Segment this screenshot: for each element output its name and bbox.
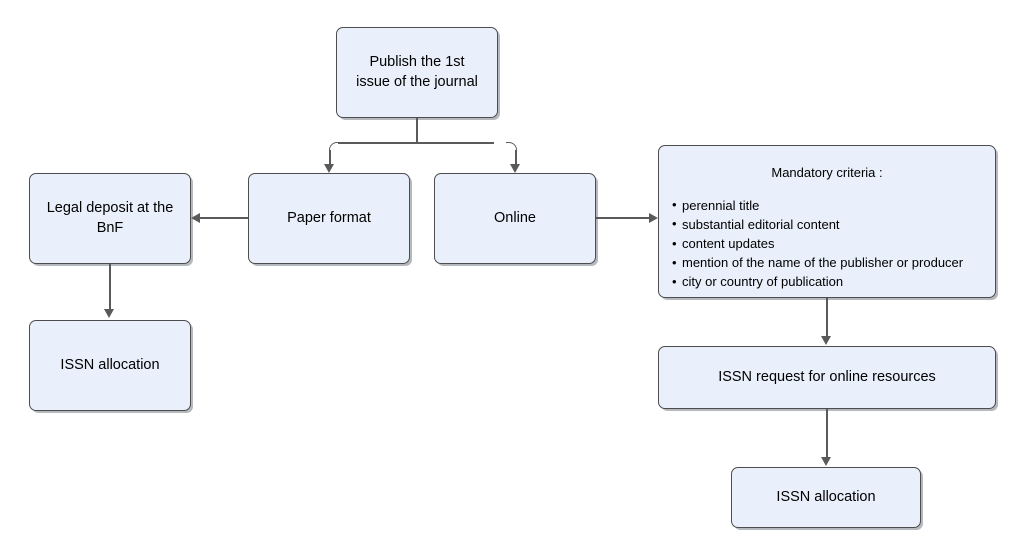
node-publish-label: Publish the 1st issue of the journal [356, 53, 478, 90]
node-paper-format[interactable]: Paper format [248, 173, 410, 264]
connector-paper-to-legal [199, 217, 248, 219]
arrow-to-issn-request [821, 336, 831, 345]
arrow-to-mandatory-criteria [649, 213, 658, 223]
node-publish-first-issue[interactable]: Publish the 1st issue of the journal [336, 27, 498, 118]
node-issn-allocation-online[interactable]: ISSN allocation [731, 467, 921, 528]
criteria-item: substantial editorial content [672, 214, 985, 234]
node-legal-deposit-bnf[interactable]: Legal deposit at the BnF [29, 173, 191, 264]
node-issn-request-label: ISSN request for online resources [718, 368, 936, 385]
node-online-label: Online [494, 209, 536, 226]
connector-split-right-leg [515, 150, 517, 165]
node-paper-format-label: Paper format [287, 209, 371, 226]
node-issn-allocation-online-label: ISSN allocation [776, 488, 876, 505]
criteria-item: perennial title [672, 195, 985, 215]
connector-request-to-allocation [826, 409, 828, 458]
criteria-content: Mandatory criteria : perennial title sub… [659, 146, 995, 292]
connector-split-right-corner [506, 142, 517, 153]
criteria-heading: Mandatory criteria : [771, 165, 883, 180]
connector-split-bar [338, 142, 494, 144]
node-issn-allocation-paper-label: ISSN allocation [60, 356, 160, 373]
connector-criteria-to-request [826, 298, 828, 337]
arrow-to-paper-format [324, 164, 334, 173]
criteria-item: mention of the name of the publisher or … [672, 253, 985, 272]
connector-split-left-leg [329, 150, 331, 165]
arrow-to-online [510, 164, 520, 173]
node-online[interactable]: Online [434, 173, 596, 264]
connector-split-left-corner [329, 142, 340, 153]
node-mandatory-criteria[interactable]: Mandatory criteria : perennial title sub… [658, 145, 996, 298]
arrow-to-issn-allocation-paper [104, 309, 114, 318]
criteria-item: content updates [672, 234, 985, 253]
criteria-list: perennial title substantial editorial co… [659, 195, 995, 292]
node-issn-request-online[interactable]: ISSN request for online resources [658, 346, 996, 409]
connector-online-to-criteria [596, 217, 649, 219]
arrow-to-legal-deposit [191, 213, 200, 223]
connector-legal-to-issn [109, 264, 111, 309]
criteria-item: city or country of publication [672, 272, 985, 291]
node-issn-allocation-paper[interactable]: ISSN allocation [29, 320, 191, 411]
arrow-to-issn-allocation-online [821, 457, 831, 466]
connector-publish-stem [416, 118, 418, 143]
node-legal-deposit-label: Legal deposit at the BnF [46, 199, 174, 236]
